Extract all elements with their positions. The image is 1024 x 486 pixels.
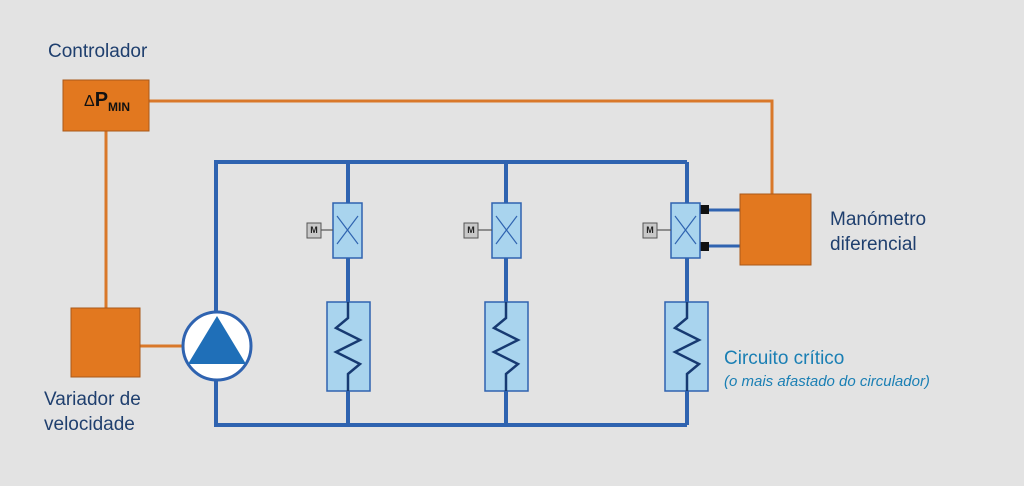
pump-triangle-icon: [188, 316, 246, 364]
valve-2: [463, 202, 522, 259]
gauge-box: [739, 193, 812, 266]
valve-1: [306, 202, 363, 259]
motor-tag-1: M: [310, 225, 318, 235]
speed-variator-box: [70, 307, 141, 378]
motor-tag-3: M: [646, 225, 654, 235]
motor-actuator-2: [463, 222, 479, 239]
valve-3: [642, 202, 701, 259]
critical-circuit-title: Circuito crítico: [724, 348, 845, 369]
critical-circuit-subtitle: (o mais afastado do circulador): [724, 373, 930, 390]
controller-label: Controlador: [48, 41, 148, 62]
pipe-network: [214, 160, 689, 427]
controller-symbol-p: P: [94, 89, 109, 111]
load-1: [326, 301, 371, 392]
differential-gauge: [700, 193, 812, 266]
supply-main-pipe: [214, 160, 687, 312]
motor-tag-2: M: [467, 225, 475, 235]
return-main-pipe: [214, 380, 687, 427]
variator-label-line1: Variador de: [44, 389, 141, 410]
gauge-label-line1: Manómetro: [830, 209, 927, 230]
motor-actuator-3: [642, 222, 658, 239]
gauge-label-line2: diferencial: [830, 234, 917, 255]
controller-box: [62, 79, 150, 132]
load-3-critical: [664, 301, 709, 392]
variator-label-line2: velocidade: [44, 414, 135, 435]
circulator-pump: [181, 310, 253, 382]
controller-symbol-delta: Δ: [84, 93, 95, 110]
controller-to-gauge-signal-line: [148, 99, 774, 195]
controller-symbol-sub: MIN: [108, 100, 131, 114]
motor-actuator-1: [306, 222, 322, 239]
controller-symbol: ΔPMIN: [84, 89, 131, 114]
load-2: [484, 301, 529, 392]
